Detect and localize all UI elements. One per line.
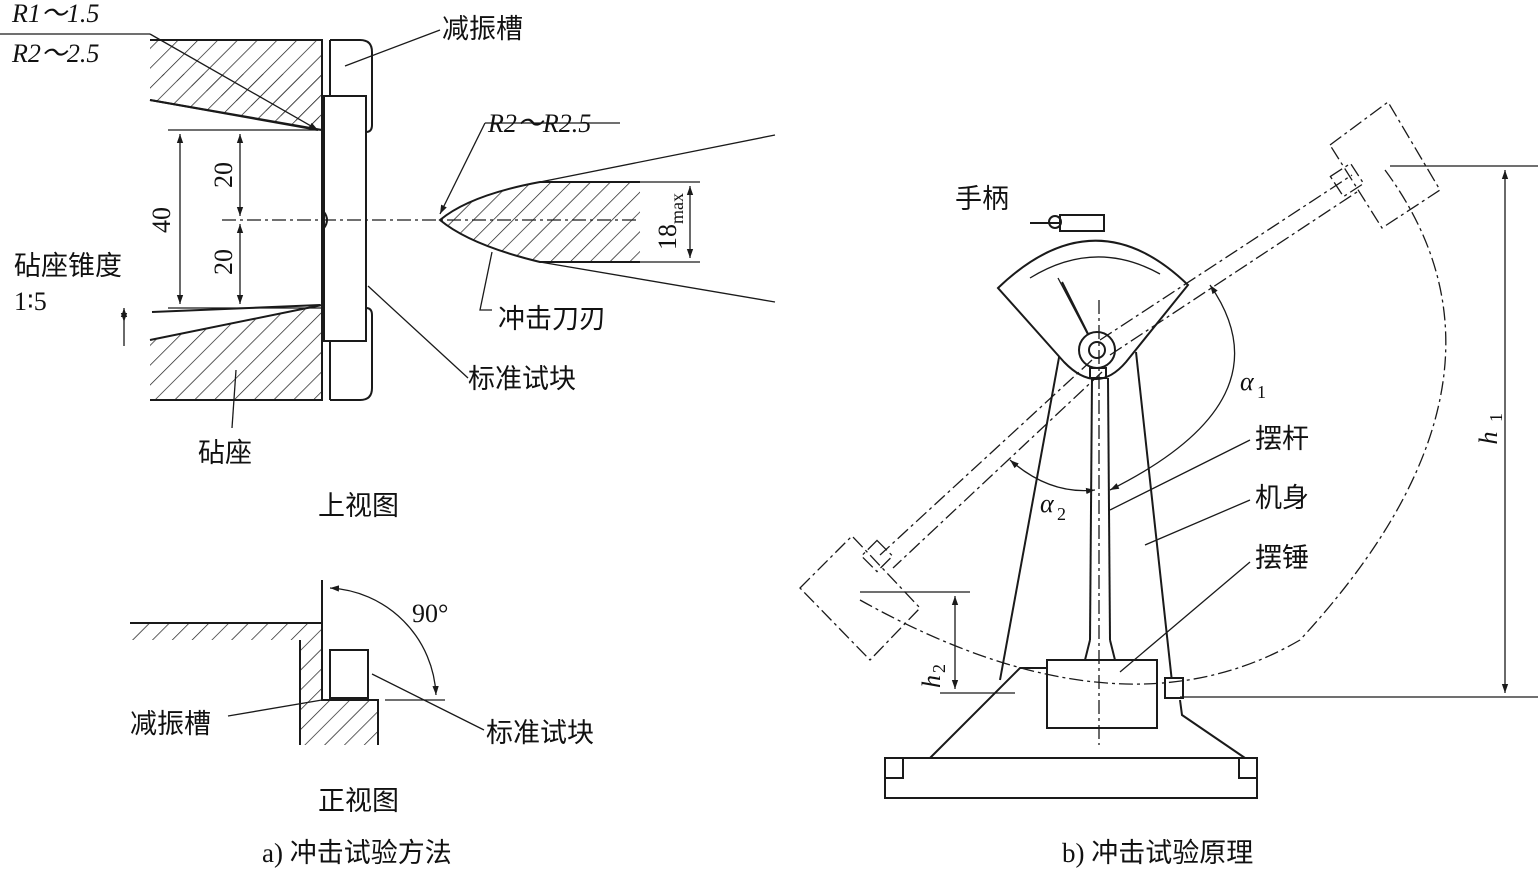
label-alpha2: α bbox=[1040, 489, 1055, 518]
dim-lower-20: 20 bbox=[209, 249, 238, 275]
label-taper-ratio: 1∶5 bbox=[14, 287, 47, 316]
dim-blade-sub: max bbox=[667, 193, 687, 224]
dim-blade-18: 18 bbox=[653, 224, 682, 250]
label-blade-radius: R2～R2.5 bbox=[487, 109, 591, 138]
front-test-block bbox=[329, 649, 369, 699]
label-alpha1-sub: 1 bbox=[1257, 382, 1266, 402]
label-anvil: 砧座 bbox=[198, 438, 252, 469]
label-blade: 冲击刀刃 bbox=[498, 304, 606, 335]
label-h1: h bbox=[1474, 432, 1503, 445]
dim-upper-20: 20 bbox=[209, 162, 238, 188]
label-test-block-front: 标准试块 bbox=[486, 718, 594, 749]
label-pendulum-rod: 摆杆 bbox=[1255, 424, 1309, 455]
label-handle: 手柄 bbox=[955, 184, 1009, 215]
lower-anvil bbox=[150, 305, 322, 400]
label-h1-sub: 1 bbox=[1486, 413, 1506, 422]
front-angle-90: 90° bbox=[412, 599, 448, 628]
label-hammer: 摆锤 bbox=[1255, 543, 1309, 574]
pendulum-hammer bbox=[1046, 659, 1158, 729]
top-view-title: 上视图 bbox=[318, 491, 399, 522]
label-alpha1: α bbox=[1240, 367, 1255, 396]
top-view: 40 20 20 R1～1.5 R2～2.5 减振槽 18 max R2～R2.… bbox=[0, 0, 776, 522]
impact-blade bbox=[440, 182, 640, 262]
swung-pendulum bbox=[799, 359, 1103, 661]
label-r2: R2～2.5 bbox=[11, 39, 99, 68]
caption-a: a) 冲击试验方法 bbox=[262, 838, 452, 868]
label-test-block-top: 标准试块 bbox=[468, 364, 576, 395]
label-h2-sub: 2 bbox=[929, 664, 949, 673]
caption-b: b) 冲击试验原理 bbox=[1062, 838, 1253, 868]
machine-base bbox=[884, 757, 1258, 799]
label-h2: h bbox=[917, 675, 946, 688]
dim-total-40: 40 bbox=[147, 207, 176, 233]
label-damping-groove-front: 减振槽 bbox=[130, 709, 211, 740]
label-alpha2-sub: 2 bbox=[1057, 504, 1066, 524]
label-r1: R1～1.5 bbox=[11, 0, 99, 28]
test-block bbox=[323, 95, 367, 342]
swing-arc bbox=[859, 169, 1447, 685]
front-anvil bbox=[130, 623, 378, 745]
front-view: 90° 减振槽 标准试块 正视图 bbox=[130, 580, 594, 817]
label-anvil-taper: 砧座锥度 bbox=[14, 251, 122, 282]
label-damping-groove-top: 减振槽 bbox=[442, 14, 523, 45]
label-body: 机身 bbox=[1255, 483, 1309, 514]
dial-head bbox=[996, 239, 1190, 380]
front-view-title: 正视图 bbox=[318, 786, 399, 817]
upper-anvil-taper bbox=[155, 74, 322, 128]
pendulum-machine: 手柄 α 1 α bbox=[799, 101, 1538, 799]
